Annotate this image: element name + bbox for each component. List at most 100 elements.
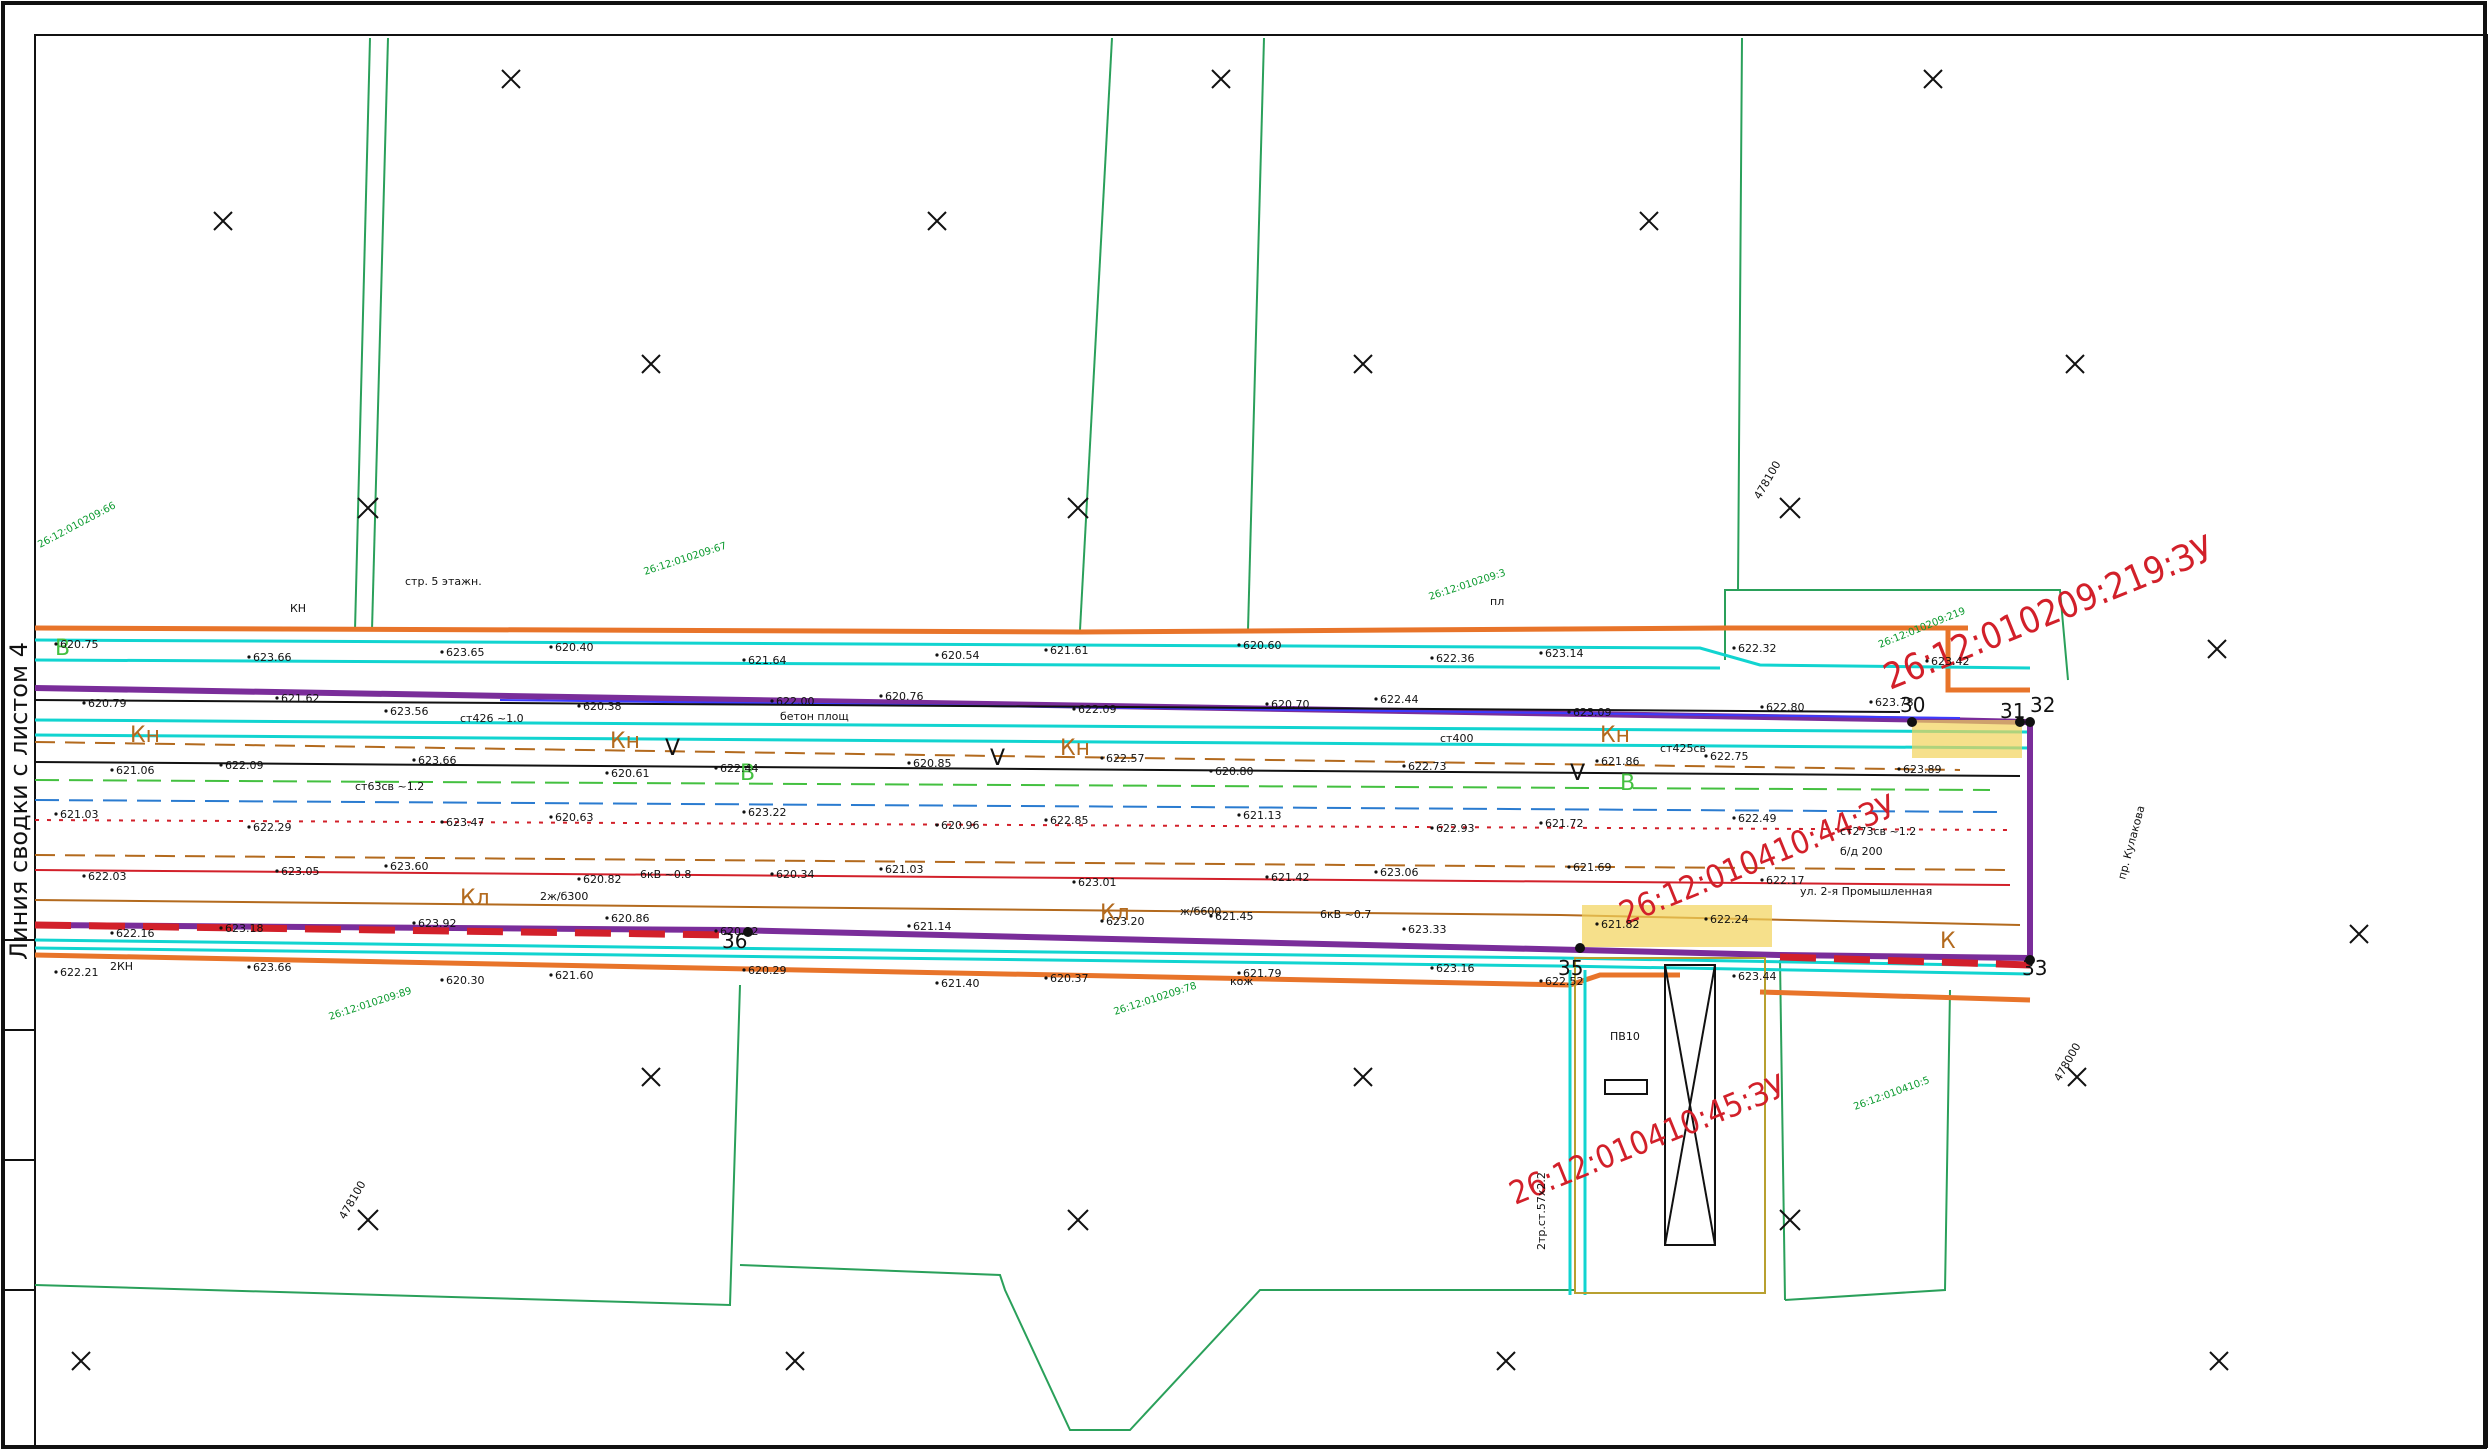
annotation-label: ст63св ~1.2 — [355, 780, 424, 793]
survey-point-marker — [1907, 717, 1917, 727]
elevation-point — [770, 872, 774, 876]
street-label: пр. Кулакова — [2115, 804, 2147, 881]
elevation-point — [742, 658, 746, 662]
annotation-label: 2ж/б300 — [540, 890, 588, 903]
label-telecom: V — [1570, 761, 1585, 786]
annotation-label: стр. 5 этажн. — [405, 575, 482, 588]
elevation-point — [247, 655, 251, 659]
survey-point-marker — [2025, 955, 2035, 965]
elevation-point — [1402, 927, 1406, 931]
elevation-label: 620.37 — [1050, 972, 1089, 985]
grid-coordinate: 478000 — [2051, 1041, 2083, 1084]
elevation-label: 621.64 — [748, 654, 787, 667]
elevation-point — [54, 812, 58, 816]
cadastral-number-label: 26:12:010209:219:ЗУ — [1878, 528, 2220, 698]
elevation-label: 623.06 — [1380, 866, 1419, 879]
elevation-label: 622.75 — [1710, 750, 1749, 763]
elevation-label: 621.14 — [913, 920, 952, 933]
elevation-label: 622.36 — [1436, 652, 1475, 665]
label-sewer-pressure: Кн — [1600, 723, 1630, 748]
parcel-label: 26:12:010209:78 — [1113, 981, 1199, 1018]
elevation-label: 621.06 — [116, 764, 155, 777]
label-sewer-pressure: Кн — [610, 729, 640, 754]
annotation-label: ст400 — [1440, 732, 1473, 745]
elevation-point — [1374, 870, 1378, 874]
grid-crosses — [71, 69, 2369, 1371]
elevation-label: 620.60 — [1243, 639, 1282, 652]
elevation-label: 620.70 — [1271, 698, 1310, 711]
elevation-label: 620.38 — [583, 700, 622, 713]
annotation-label: ст426 ~1.0 — [460, 712, 524, 725]
elevation-label: 622.49 — [1738, 812, 1777, 825]
elevation-point — [1869, 700, 1873, 704]
elevation-label: 623.20 — [1106, 915, 1145, 928]
label-water: В — [1620, 771, 1635, 796]
elevation-point — [549, 973, 553, 977]
elevation-label: 621.72 — [1545, 817, 1584, 830]
elevation-label: 623.44 — [1738, 970, 1777, 983]
elevation-label: 622.29 — [253, 821, 292, 834]
elevation-label: 623.47 — [446, 816, 485, 829]
elevation-label: 620.30 — [446, 974, 485, 987]
elevation-point — [1704, 917, 1708, 921]
survey-points: 30 31 32 33 35 36 — [722, 693, 2055, 980]
elevation-point — [1265, 875, 1269, 879]
elevation-label: 622.32 — [1738, 642, 1777, 655]
parcel-label: 26:12:010410:5 — [1852, 1075, 1931, 1113]
point-number: 30 — [1900, 693, 1925, 717]
elevation-label: 622.73 — [1408, 760, 1447, 773]
elevation-label: 621.42 — [1271, 871, 1310, 884]
elevation-label: 623.78 — [1875, 696, 1914, 709]
elevation-point — [1044, 648, 1048, 652]
elevation-point — [1430, 966, 1434, 970]
elevation-label: 622.24 — [1710, 913, 1749, 926]
elevation-point — [879, 867, 883, 871]
elevation-label: 623.89 — [1903, 763, 1942, 776]
elevation-point — [1402, 764, 1406, 768]
annotation-label: ж/б600 — [1180, 905, 1221, 918]
yellow-fill-area — [1582, 905, 1772, 947]
elevation-point — [1265, 702, 1269, 706]
elevation-point — [440, 820, 444, 824]
elevation-point — [219, 763, 223, 767]
elevation-point — [1100, 919, 1104, 923]
elevation-point — [1539, 651, 1543, 655]
water-lines — [34, 638, 2031, 1295]
elevation-point — [1760, 705, 1764, 709]
elevation-point — [82, 701, 86, 705]
cadastre-dashed-line — [34, 921, 2031, 969]
label-water: В — [740, 761, 755, 786]
elevation-label: 623.56 — [390, 705, 429, 718]
label-storm-sewer: Кл — [460, 886, 490, 911]
elevation-label: 621.40 — [941, 977, 980, 990]
elevation-label: 622.21 — [60, 966, 99, 979]
elevation-label: 622.00 — [776, 695, 815, 708]
elevation-label: 622.93 — [1436, 822, 1475, 835]
elevation-label: 621.79 — [1243, 967, 1282, 980]
elevation-point — [742, 968, 746, 972]
elevation-label: 623.05 — [281, 865, 320, 878]
elevation-point — [935, 823, 939, 827]
elevation-label: 620.40 — [555, 641, 594, 654]
elevation-label: 622.03 — [88, 870, 127, 883]
elevation-label: 621.60 — [555, 969, 594, 982]
elevation-point — [1567, 710, 1571, 714]
annotation-label: КН — [290, 602, 306, 615]
elevation-label: 621.69 — [1573, 861, 1612, 874]
yellow-fill-area — [1912, 720, 2022, 758]
elevation-label: 620.12 — [720, 925, 759, 938]
elevation-point — [1732, 974, 1736, 978]
elevation-point — [1430, 656, 1434, 660]
elevation-point — [907, 761, 911, 765]
elevation-point — [879, 694, 883, 698]
elevation-point — [1595, 922, 1599, 926]
elevation-label: 620.29 — [748, 964, 787, 977]
elevation-label: 621.86 — [1601, 755, 1640, 768]
elevation-point — [1925, 659, 1929, 663]
elevation-label: 621.03 — [60, 808, 99, 821]
elevation-label: 621.62 — [281, 692, 320, 705]
elevation-point — [247, 825, 251, 829]
elevation-label: 623.22 — [748, 806, 787, 819]
elevation-point — [577, 704, 581, 708]
elevation-label: 622.17 — [1766, 874, 1805, 887]
